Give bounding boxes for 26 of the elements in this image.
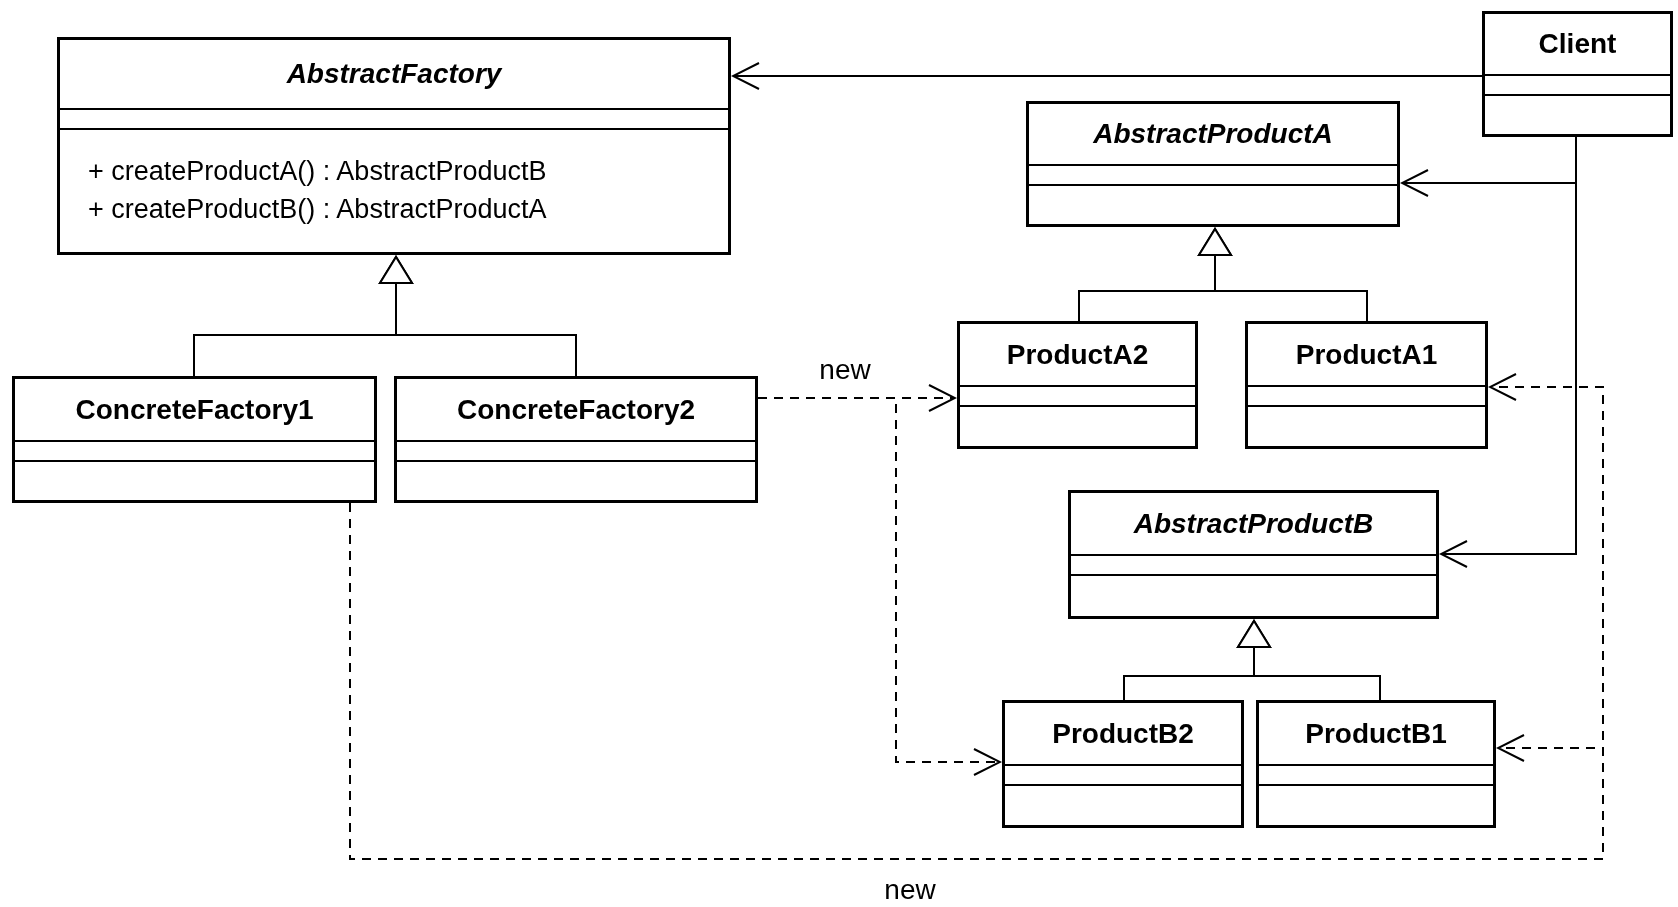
class-name: ProductB2 — [1052, 719, 1194, 748]
generalization-arrow — [379, 256, 577, 377]
class-box — [1245, 321, 1488, 449]
class-name: AbstractProductB — [1133, 509, 1374, 538]
class-box — [57, 37, 731, 255]
method-text: + createProductA() : AbstractProductB — [88, 155, 548, 189]
class-name: AbstractProductA — [1093, 120, 1333, 148]
class-box — [957, 321, 1198, 449]
class-name: ProductB1 — [1305, 719, 1447, 748]
class-box — [1482, 11, 1673, 137]
class-name: ProductA1 — [1295, 340, 1438, 369]
class-name: AbstractFactory — [286, 60, 502, 88]
class-name: ConcreteFactory1 — [75, 395, 314, 424]
class-box — [1026, 101, 1400, 227]
class-name: ProductA2 — [1006, 340, 1149, 369]
class-box — [1002, 700, 1244, 828]
class-name: Client — [1538, 30, 1617, 58]
association-arrow — [732, 62, 1483, 90]
generalization-arrow — [1237, 620, 1381, 701]
class-box — [1068, 490, 1439, 619]
class-name: ConcreteFactory2 — [456, 395, 696, 424]
class-box — [394, 376, 758, 503]
class-box — [12, 376, 377, 503]
method-text: + createProductB() : AbstractProductA — [88, 193, 548, 226]
class-box — [1256, 700, 1496, 828]
generalization-arrow — [1198, 228, 1368, 322]
